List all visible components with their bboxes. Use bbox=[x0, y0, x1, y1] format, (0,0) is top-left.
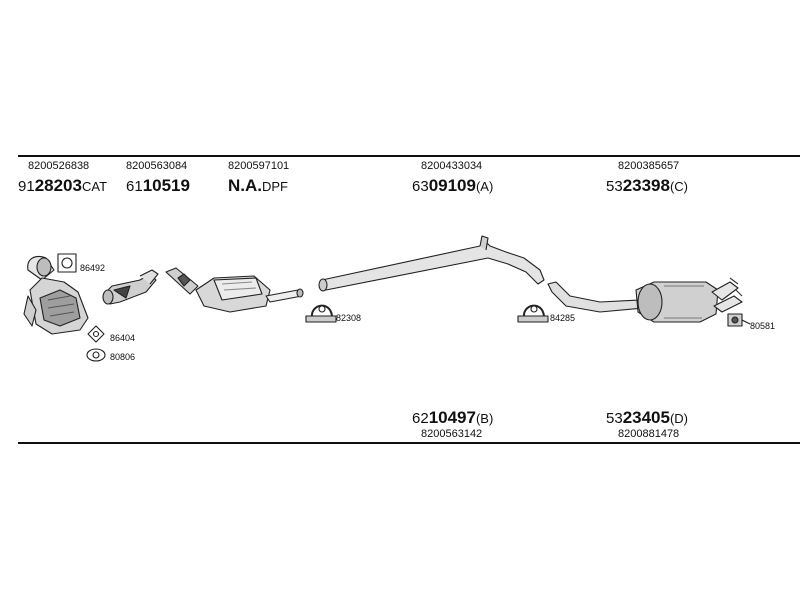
clamp-84285-drawing bbox=[517, 304, 549, 323]
part-number-5: 8200385657 bbox=[618, 160, 680, 172]
top-rule bbox=[18, 155, 800, 157]
code-label-1: 9128203CAT bbox=[18, 176, 108, 195]
bottom-part-number-1: 8200563142 bbox=[421, 428, 483, 440]
code-label-5: 5323398(C) bbox=[606, 176, 689, 195]
callout-86492: 86492 bbox=[80, 263, 106, 273]
part-number-3: 8200597101 bbox=[228, 160, 290, 172]
callout-86404: 86404 bbox=[110, 333, 136, 343]
bottom-code-label-1: 6210497(B) bbox=[412, 408, 494, 427]
rear-silencer-drawing bbox=[547, 277, 743, 323]
rubber-mount-80581-drawing bbox=[727, 313, 751, 327]
code-label-3: N.A.DPF bbox=[228, 176, 288, 195]
clamp-82308-drawing bbox=[305, 304, 337, 323]
part-number-1: 8200526838 bbox=[28, 160, 90, 172]
code-label-2: 6110519 bbox=[126, 176, 190, 195]
callout-80806: 80806 bbox=[110, 352, 136, 362]
diesel-particulate-filter-drawing bbox=[165, 267, 304, 313]
callout-80581: 80581 bbox=[750, 321, 776, 331]
part-number-4: 8200433034 bbox=[421, 160, 483, 172]
front-pipe-drawing bbox=[102, 269, 159, 305]
part-number-2: 8200563084 bbox=[126, 160, 188, 172]
bottom-code-label-2: 5323405(D) bbox=[606, 408, 689, 427]
bottom-part-number-2: 8200881478 bbox=[618, 428, 680, 440]
code-label-4: 6309109(A) bbox=[412, 176, 494, 195]
callout-84285: 84285 bbox=[550, 313, 576, 323]
intermediate-pipe-drawing bbox=[318, 235, 545, 292]
bottom-rule bbox=[18, 442, 800, 444]
catalytic-converter-drawing bbox=[23, 255, 89, 335]
callout-82308: 82308 bbox=[336, 313, 362, 323]
